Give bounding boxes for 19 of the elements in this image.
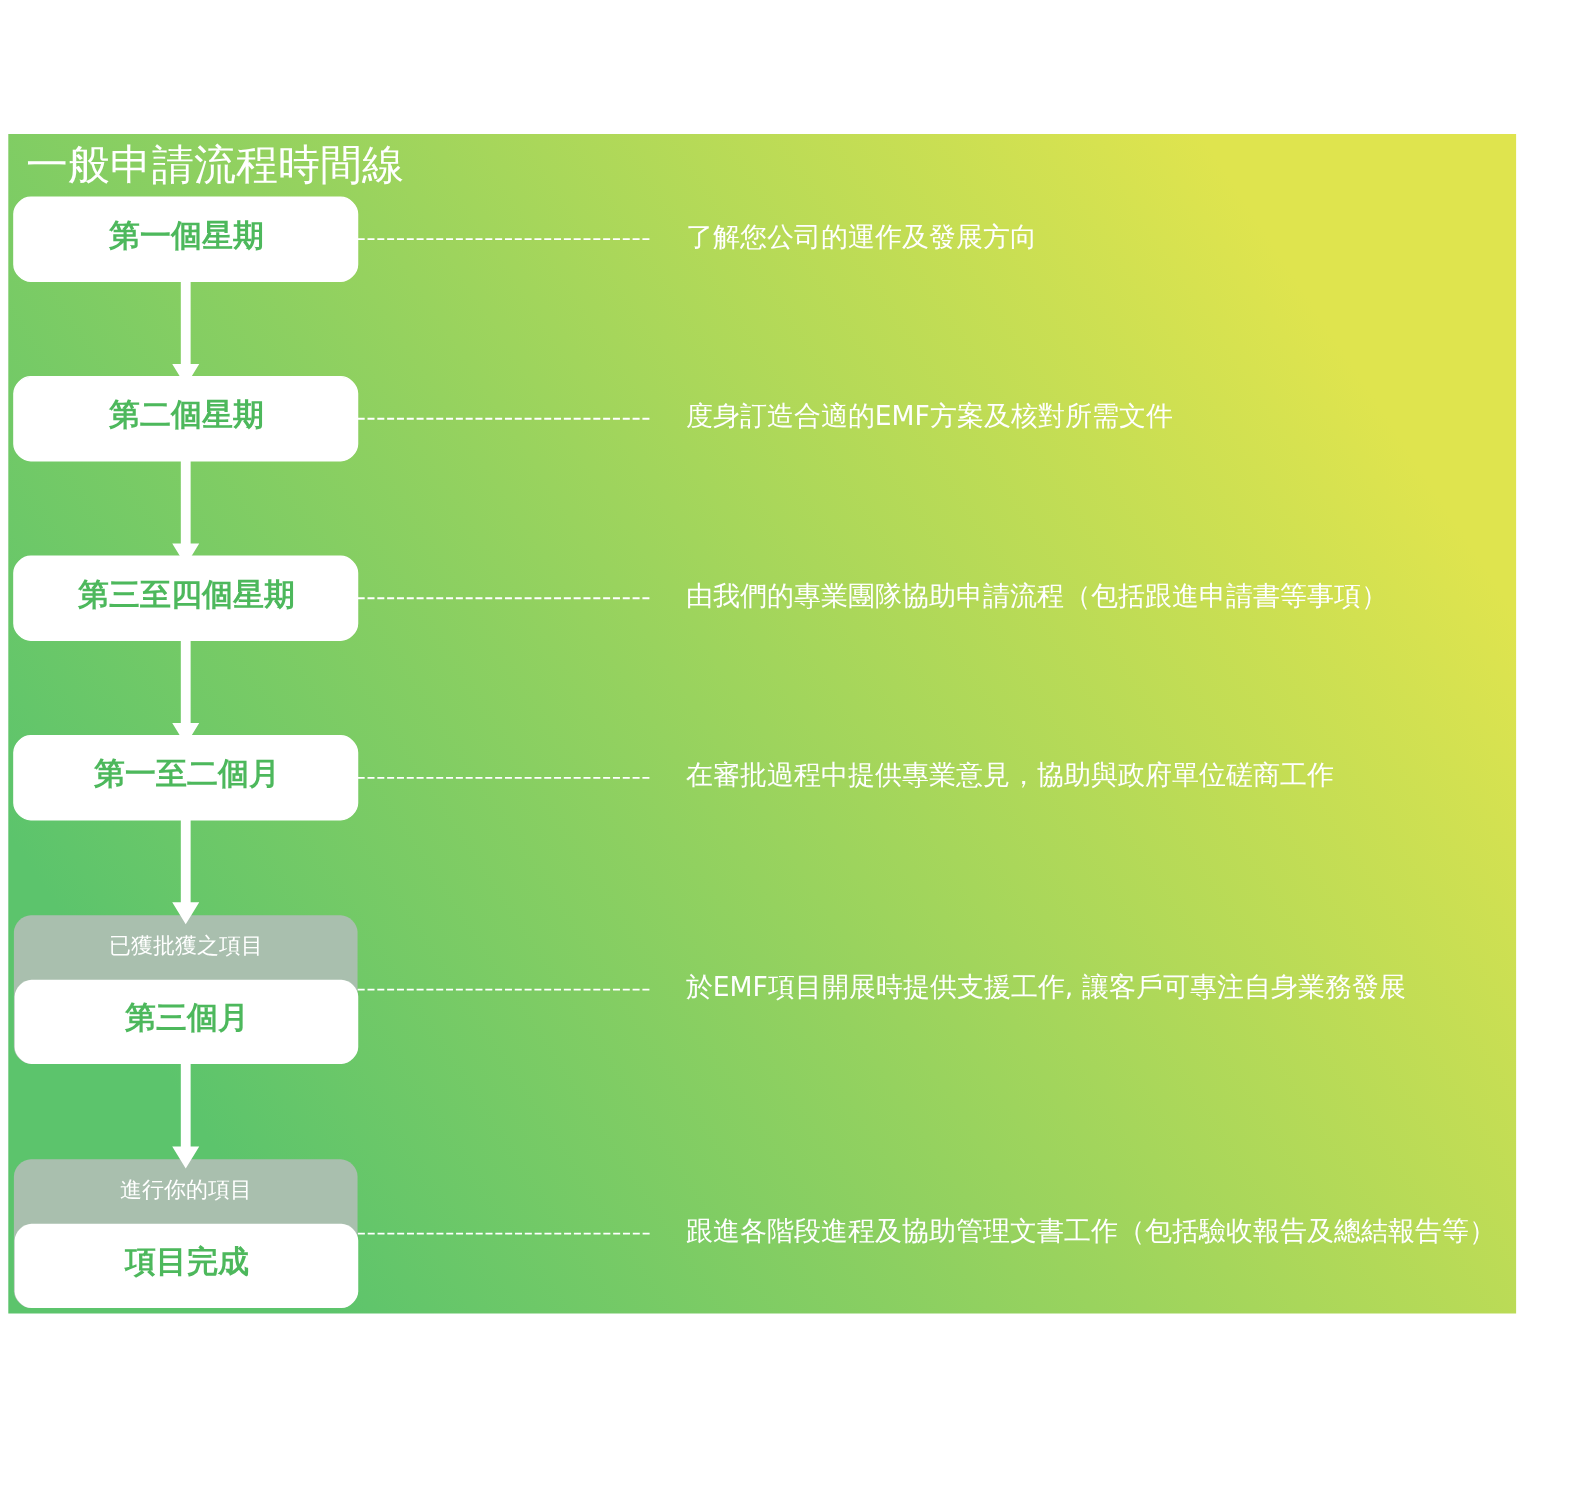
node-text: 於EMF項目開展時提供支援工作, 讓客戶可專注自身業務發展	[685, 971, 1406, 1003]
diagram-title: 一般申請流程時間線	[26, 139, 405, 189]
node-box: 第三至四個星期	[13, 555, 359, 642]
node-text: 跟進各階段進程及協助管理文書工作（包括驗收報告及總結報告等）	[685, 1215, 1496, 1247]
node-text: 了解您公司的運作及發展方向	[685, 220, 1037, 252]
arrow	[172, 820, 200, 925]
node-box: 第二個星期	[13, 375, 359, 462]
connector	[356, 597, 652, 600]
node-text: 由我們的專業團隊協助申請流程（包括跟進申請書等事項）	[685, 579, 1388, 611]
connector	[356, 238, 652, 241]
arrow	[172, 1064, 200, 1169]
node-box: 第一至二個月	[13, 735, 359, 821]
node-text: 在審批過程中提供專業意見，協助與政府單位磋商工作	[685, 759, 1334, 791]
connector	[356, 776, 652, 779]
connector	[356, 417, 652, 420]
connector	[356, 988, 652, 991]
node-text: 度身訂造合適的EMF方案及核對所需文件	[685, 400, 1173, 432]
node-box: 第一個星期	[13, 196, 359, 282]
connector	[356, 1232, 652, 1235]
